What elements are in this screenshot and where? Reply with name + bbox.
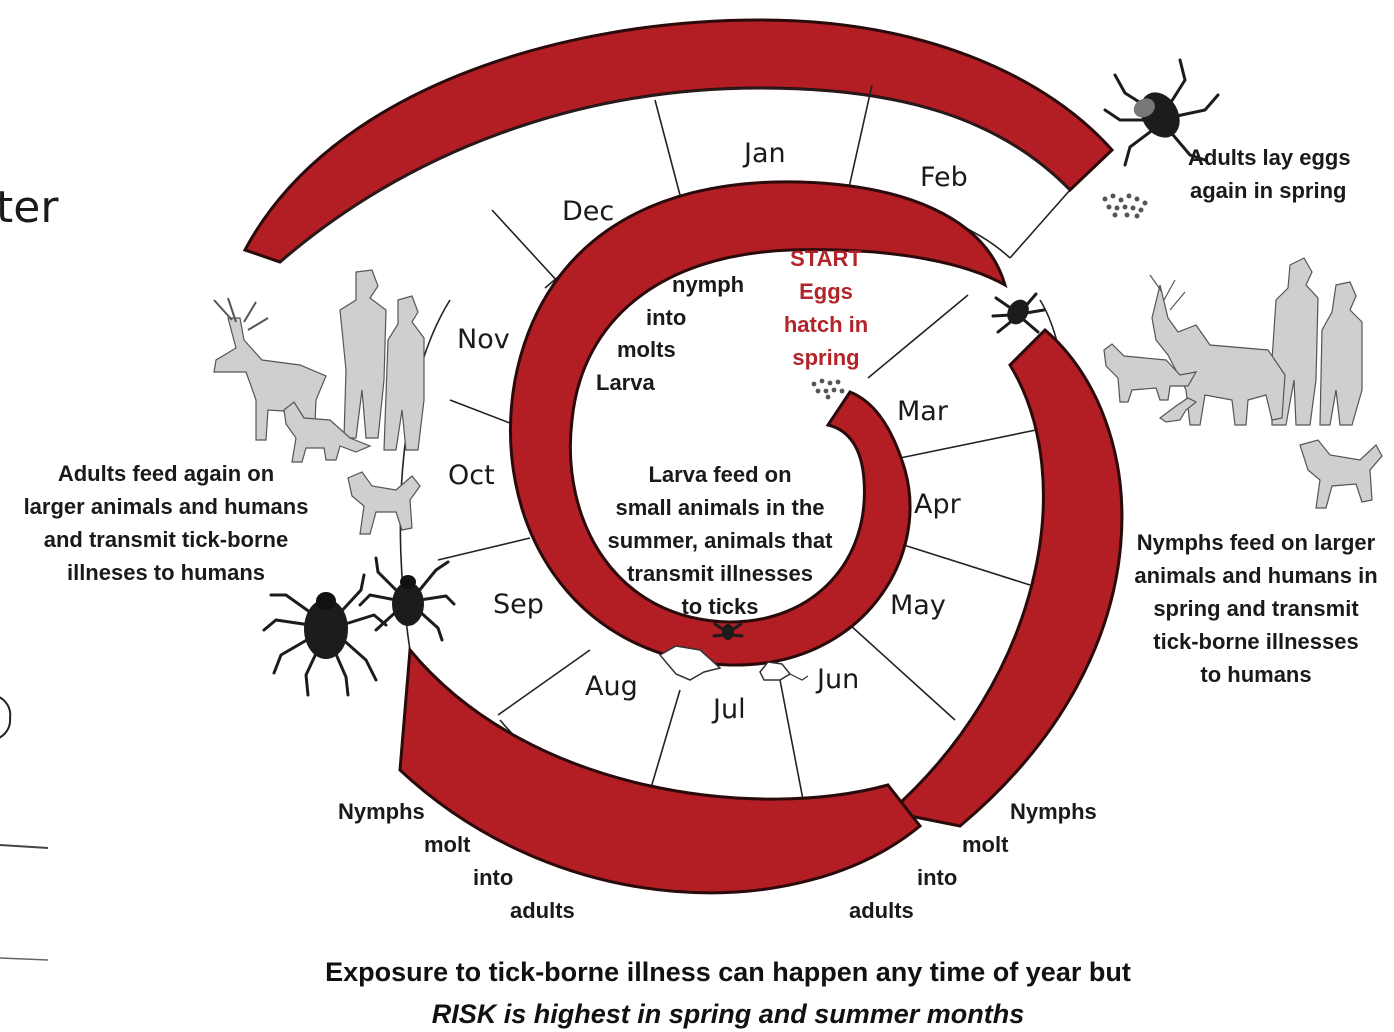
start-line: Eggs: [799, 279, 853, 304]
nymphs-feed-label: Nymphs feed on larger animals and humans…: [1134, 530, 1377, 687]
month-divider: [850, 625, 955, 720]
adults-feed-line: and transmit tick-borne: [44, 527, 288, 552]
month-divider: [780, 680, 805, 810]
month-divider: [498, 650, 590, 715]
month-label-dec: Dec: [562, 196, 614, 227]
larva-feed-line: to ticks: [681, 594, 758, 619]
month-divider: [438, 538, 530, 560]
footer-line-2: RISK is highest in spring and summer mon…: [432, 999, 1025, 1029]
month-divider: [848, 85, 872, 192]
edge-text: ter: [0, 182, 59, 233]
month-label-apr: Apr: [914, 489, 962, 520]
molt-left-line: adults: [510, 898, 575, 923]
molt-right-line: Nymphs: [1010, 799, 1097, 824]
month-label-mar: Mar: [897, 396, 949, 427]
larva-feed-line: Larva feed on: [648, 462, 791, 487]
month-divider: [888, 540, 1030, 585]
nymphs-feed-line: Nymphs feed on larger: [1137, 530, 1376, 555]
month-label-jun: Jun: [815, 664, 859, 695]
molt-right-line: into: [917, 865, 957, 890]
start-line: hatch in: [784, 312, 868, 337]
month-label-oct: Oct: [448, 460, 495, 491]
edge-dash: [0, 845, 48, 848]
adults-feed-line: larger animals and humans: [24, 494, 309, 519]
adults-feed-line: Adults feed again on: [58, 461, 274, 486]
dog-icon: [1300, 440, 1382, 508]
eggs-icon: [812, 379, 845, 400]
start-label: START Eggs hatch in spring: [784, 246, 868, 370]
molt-line: nymph: [672, 272, 744, 297]
month-label-feb: Feb: [920, 162, 968, 193]
month-label-jul: Jul: [711, 694, 746, 725]
molt-line: molts: [617, 337, 676, 362]
month-label-jan: Jan: [742, 138, 786, 169]
start-line: spring: [792, 345, 859, 370]
molt-left-line: into: [473, 865, 513, 890]
mouse-icon: [760, 662, 808, 680]
molt-line: into: [646, 305, 686, 330]
nymphs-feed-line: animals and humans in: [1134, 563, 1377, 588]
ring-divider: [1010, 190, 1070, 258]
molt-left-line: molt: [424, 832, 471, 857]
month-label-sep: Sep: [493, 589, 544, 620]
human-icon: [340, 270, 424, 450]
adults-feed-label: Adults feed again on larger animals and …: [24, 461, 309, 585]
adults-lay-line: Adults lay eggs: [1188, 145, 1351, 170]
month-label-aug: Aug: [585, 671, 638, 702]
tick-icon: [264, 575, 386, 695]
eggs-icon: [1103, 194, 1148, 219]
larva-feed-line: transmit illnesses: [627, 561, 813, 586]
month-label-nov: Nov: [457, 324, 510, 355]
dog-icon: [348, 472, 420, 534]
adults-lay-line: again in spring: [1190, 178, 1346, 203]
month-divider: [868, 295, 968, 378]
larva-feed-line: small animals in the: [615, 495, 824, 520]
footer-line-1: Exposure to tick-borne illness can happe…: [325, 957, 1131, 987]
deer-icon: [1150, 275, 1285, 425]
molt-line: Larva: [596, 370, 655, 395]
adults-lay-eggs-label: Adults lay eggs again in spring: [1188, 145, 1351, 203]
edge-circle-fragment: [0, 695, 10, 740]
molt-left-line: Nymphs: [338, 799, 425, 824]
month-divider: [655, 100, 680, 195]
molt-right-line: molt: [962, 832, 1009, 857]
month-divider: [900, 430, 1036, 458]
human-icon: [1272, 258, 1362, 425]
nymphs-feed-line: to humans: [1200, 662, 1311, 687]
month-label-may: May: [890, 590, 946, 621]
nymphs-feed-line: spring and transmit: [1153, 596, 1359, 621]
edge-dash: [0, 958, 48, 960]
larva-feed-line: summer, animals that: [608, 528, 834, 553]
adults-feed-line: illneses to humans: [67, 560, 265, 585]
start-line: START: [790, 246, 862, 271]
tick-icon: [993, 294, 1044, 332]
nymphs-feed-line: tick-borne illnesses: [1153, 629, 1358, 654]
molt-right-line: adults: [849, 898, 914, 923]
